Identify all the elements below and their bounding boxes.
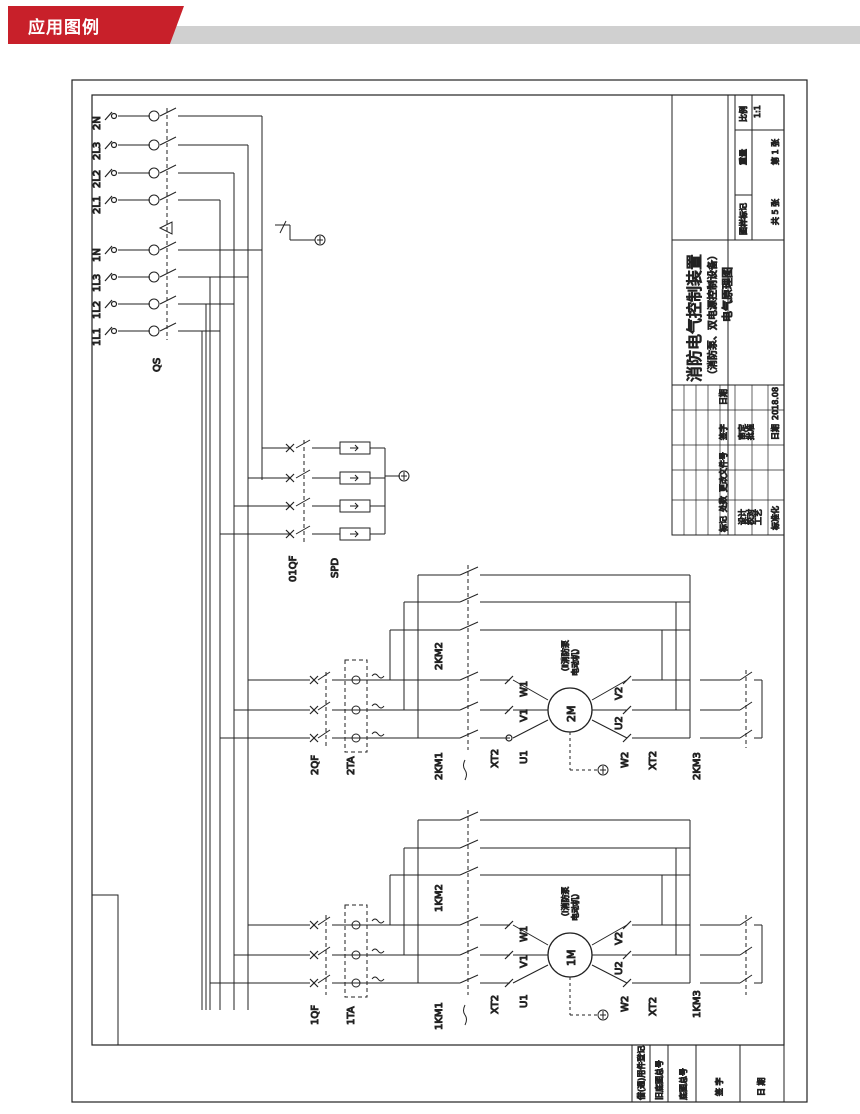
qs-label-1L1: 1L1	[92, 328, 103, 346]
term-w2-1: W2	[620, 996, 631, 1012]
header-bar	[170, 26, 860, 44]
role-standard: 标准化	[770, 506, 780, 530]
title-sub: （消防泵、双电源控制设备）	[706, 250, 719, 380]
title-main: 消防电气控制装置	[685, 254, 704, 382]
ta1-label: 1TA	[346, 1006, 357, 1025]
title-total: 共 5 张	[771, 199, 780, 225]
qf1-label: 1QF	[310, 1005, 321, 1025]
busbars	[201, 116, 263, 1010]
motor-1m-desc: （Ⅰ消防泵电动机）	[560, 887, 580, 921]
km1-1-coil-symbol	[463, 1004, 467, 1026]
term-u1-2: U1	[519, 750, 530, 764]
left-block-1: 旧底图总号	[654, 1060, 664, 1100]
term-w1-2: W1	[519, 681, 530, 697]
role-design: 设计	[737, 509, 747, 525]
rev-h3: 签字	[718, 424, 728, 440]
km1-2-coil-symbol	[463, 759, 467, 781]
left-block-4: 日 期	[757, 1077, 766, 1096]
motor-1m-label: 1M	[565, 950, 578, 967]
title-mark: 图样标记	[738, 203, 748, 235]
title-block: 消防电气控制装置 （消防泵、双电源控制设备） 电气原理图 图样标记 重量 比例 …	[671, 94, 785, 536]
left-block-2: 底图总号	[678, 1068, 688, 1100]
km3-1-label: 1KM3	[692, 990, 703, 1018]
spd-section: 01QF SPD	[220, 439, 410, 583]
section-header: 应用图例	[0, 0, 860, 46]
title-date-value: 2018.08	[771, 387, 780, 420]
qf2-label: 2QF	[310, 755, 321, 775]
section-title: 应用图例	[28, 18, 100, 38]
qs-label-2L1: 2L1	[92, 196, 103, 214]
motor-2m-desc: （Ⅱ消防泵电动机）	[560, 640, 580, 676]
xt1a-label: XT2	[490, 995, 501, 1014]
km2-1-label: 1KM2	[434, 884, 445, 912]
circuit-2: 2M （Ⅱ消防泵电动机） 2QF 2TA 2KM1 2KM2 2KM3 XT2 …	[220, 565, 763, 781]
circuit-1: 1M （Ⅰ消防泵电动机） 1QF 1TA 1KM1 1KM2 1KM3 XT2 …	[210, 810, 763, 1031]
left-block-0: 借(通)用件登记	[636, 1046, 646, 1100]
xt1b-label: XT2	[648, 997, 659, 1016]
term-u2-1: U2	[614, 961, 625, 975]
qs-label-1L3: 1L3	[92, 274, 103, 292]
qs-switch: 2N 2L3 2L2 2L1 1N 1L3 1L2 1L1 QS	[92, 107, 326, 373]
rev-h1: 处数	[718, 496, 728, 512]
spd-label: SPD	[330, 558, 341, 578]
xt2b-label: XT2	[648, 751, 659, 770]
term-w1-1: W1	[519, 926, 530, 942]
ta2-label: 2TA	[346, 756, 357, 775]
rev-h2: 更改文件号	[718, 452, 728, 492]
km2-2-label: 2KM2	[434, 642, 445, 670]
qs-label-1N: 1N	[92, 248, 103, 262]
title-scale-value: 1:1	[753, 105, 762, 118]
left-block: 借(通)用件登记 旧底图总号 底图总号 签 字 日 期	[91, 894, 785, 1103]
title-review: 审定	[737, 424, 747, 440]
term-v1-1: V1	[519, 955, 530, 968]
qs-label-1L2: 1L2	[92, 301, 103, 319]
qf01-label: 01QF	[288, 555, 299, 582]
title-date-label: 日期	[771, 424, 780, 440]
qs-label-2N: 2N	[92, 116, 103, 130]
term-u1-1: U1	[519, 994, 530, 1008]
title-drawing-name: 电气原理图	[720, 267, 734, 322]
left-block-3: 签 字	[714, 1077, 724, 1096]
km3-2-label: 2KM3	[692, 752, 703, 780]
drawing-border	[91, 94, 785, 1046]
motor-2m-label: 2M	[565, 706, 578, 723]
qs-label-2L3: 2L3	[92, 142, 103, 160]
term-v2-1: V2	[614, 932, 625, 945]
qs-label-2L2: 2L2	[92, 170, 103, 188]
role-check: 校对	[745, 509, 755, 525]
title-scale: 比例	[738, 106, 748, 122]
km1-2-label: 2KM1	[434, 752, 445, 780]
title-sheet: 第 1 张	[770, 139, 780, 165]
title-approve: 批准	[745, 424, 755, 440]
xt2a-label: XT2	[490, 749, 501, 768]
section-tag: 应用图例	[8, 6, 184, 44]
term-w2-2: W2	[620, 752, 631, 768]
rev-h0: 标记	[718, 516, 728, 532]
title-weight: 重量	[738, 149, 748, 165]
qs-label: QS	[152, 358, 163, 372]
km1-1-label: 1KM1	[434, 1002, 445, 1030]
sheet-frame	[71, 79, 808, 1103]
role-process: 工艺	[754, 509, 763, 525]
term-v2-2: V2	[614, 687, 625, 700]
term-v1-2: V1	[519, 709, 530, 722]
term-u2-2: U2	[614, 716, 625, 730]
rev-h4: 日期	[719, 389, 728, 405]
